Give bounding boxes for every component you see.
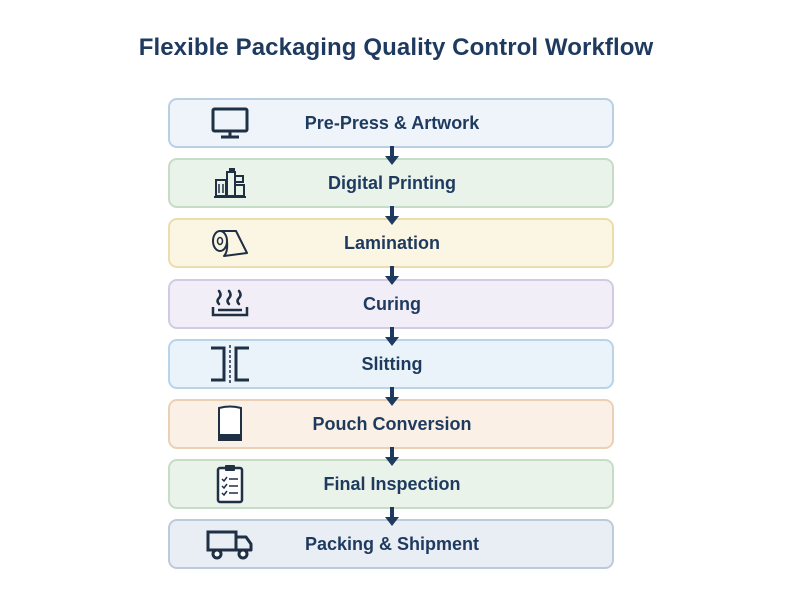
step-label: Packing & Shipment <box>304 533 480 554</box>
step-label: Pouch Conversion <box>312 413 472 434</box>
monitor-icon <box>206 104 254 142</box>
arrow-down-icon <box>385 447 399 466</box>
arrow-down-icon <box>385 327 399 346</box>
heat-icon <box>206 285 254 323</box>
step-final-inspection: Final Inspection <box>168 459 614 509</box>
diagram-title: Flexible Packaging Quality Control Workf… <box>138 34 654 61</box>
slitting-icon <box>206 345 254 383</box>
arrow-down-icon <box>385 507 399 526</box>
step-pre-press: Pre-Press & Artwork <box>168 98 614 148</box>
printer-icon <box>206 164 254 202</box>
step-label: Curing <box>363 293 421 314</box>
step-label: Digital Printing <box>328 172 456 193</box>
pouch-icon <box>206 405 254 443</box>
step-label: Final Inspection <box>323 473 461 494</box>
step-label: Lamination <box>343 232 440 253</box>
film-roll-icon <box>206 224 254 262</box>
arrow-down-icon <box>385 206 399 225</box>
step-label: Slitting <box>361 353 423 374</box>
arrow-down-icon <box>385 266 399 285</box>
clipboard-check-icon <box>206 465 254 504</box>
step-curing: Curing <box>168 279 614 329</box>
arrow-down-icon <box>385 146 399 165</box>
truck-icon <box>206 525 254 563</box>
step-lamination: Lamination <box>168 218 614 268</box>
arrow-down-icon <box>385 387 399 406</box>
step-label: Pre-Press & Artwork <box>304 112 480 133</box>
